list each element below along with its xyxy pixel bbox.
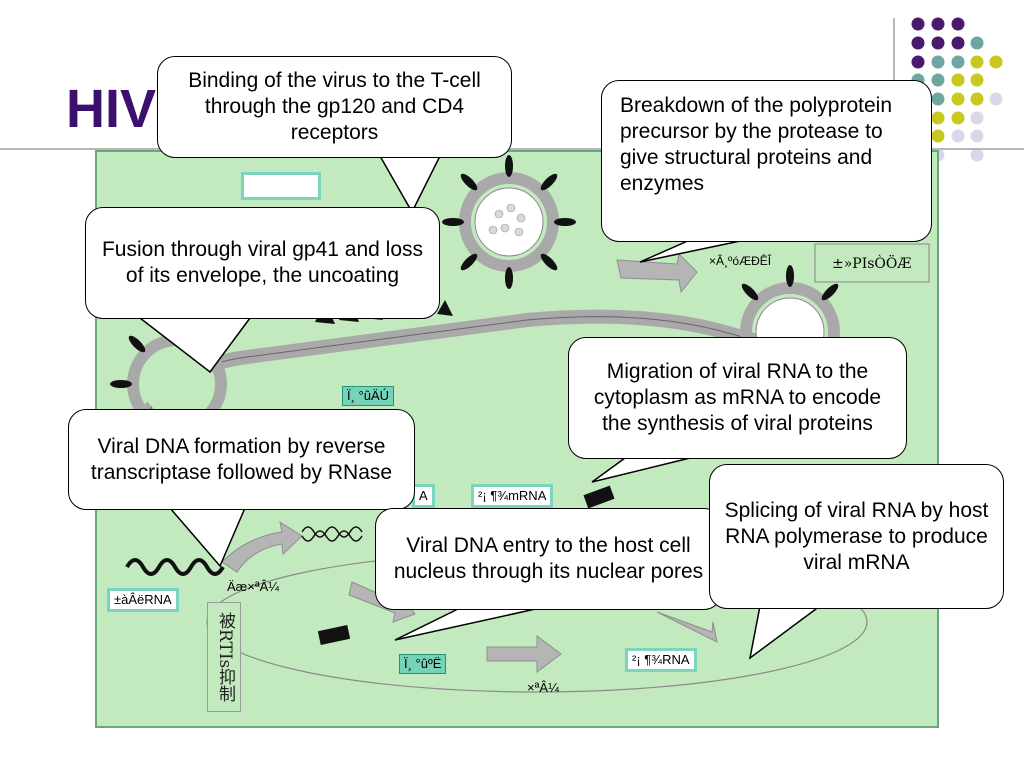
- label-cytoplasm: Ï¸ °ûÄÚ: [342, 386, 395, 406]
- tail-fusion: [139, 317, 251, 374]
- label-top-mid: ×Â¸ºóÆÐÊÎ: [709, 254, 772, 268]
- accent-horizontal-line: [0, 148, 1024, 150]
- dot-row-2: [911, 36, 984, 50]
- callout-binding: Binding of the virus to the T-cell throu…: [157, 56, 512, 158]
- callout-fusion-text: Fusion through viral gp41 and loss of it…: [101, 238, 424, 287]
- dot-row-5: [931, 92, 1003, 106]
- callout-splicing: Splicing of viral RNA by host RNA polyme…: [709, 464, 1004, 609]
- callout-breakdown-text: Breakdown of the polyprotein precursor b…: [620, 94, 893, 195]
- tail-breakdown: [639, 239, 746, 263]
- callout-dna-formation: Viral DNA formation by reverse transcrip…: [68, 409, 415, 510]
- label-top-right: ±»PIsÒÖÆ: [832, 256, 912, 272]
- tail-binding: [379, 155, 441, 214]
- slide-title: HIV: [66, 79, 157, 139]
- top-right-box: [814, 243, 930, 283]
- dot-row-6: [931, 111, 984, 125]
- dot-row-1: [911, 17, 965, 31]
- callout-breakdown: Breakdown of the polyprotein precursor b…: [601, 80, 932, 242]
- tail-dna-formation: [169, 507, 246, 568]
- callout-fusion: Fusion through viral gp41 and loss of it…: [85, 207, 440, 319]
- label-transcription: ×ªÂ¼: [527, 680, 559, 695]
- viral-rna-strand: [125, 558, 225, 576]
- dot-row-7: [931, 129, 984, 143]
- decorative-dot-grid: [911, 17, 1003, 162]
- label-nucleus: Ï¸ °ûºË: [399, 654, 447, 674]
- callout-splicing-text: Splicing of viral RNA by host RNA polyme…: [724, 498, 989, 574]
- label-viral-rna: ²¡ ¶¾RNA: [625, 648, 697, 672]
- tail-dna-entry: [394, 607, 541, 641]
- tail-splicing: [748, 605, 821, 660]
- process-arrows: [221, 252, 718, 673]
- callout-dna-entry-text: Viral DNA entry to the host cell nucleus…: [393, 534, 704, 583]
- callout-binding-text: Binding of the virus to the T-cell throu…: [188, 69, 481, 144]
- callout-migration: Migration of viral RNA to the cytoplasm …: [568, 337, 907, 459]
- tail-migration: [591, 457, 691, 483]
- blank-label-box: [241, 172, 321, 200]
- viral-dna-strand-2: [301, 530, 363, 542]
- callout-dna-entry: Viral DNA entry to the host cell nucleus…: [375, 508, 722, 610]
- callout-migration-text: Migration of viral RNA to the cytoplasm …: [593, 360, 882, 435]
- label-rna-genome: ±àÂëRNA: [107, 588, 179, 612]
- label-reverse-transcription: Äæ×ªÂ¼: [227, 579, 280, 594]
- label-rtis-inhibited: 被RTIs抑制: [207, 602, 241, 712]
- label-viral-mrna: ²¡ ¶¾mRNA: [471, 484, 554, 508]
- callout-dna-formation-text: Viral DNA formation by reverse transcrip…: [90, 434, 393, 484]
- dot-row-3: [911, 55, 1003, 69]
- viral-dna-strand: [301, 526, 363, 538]
- virus-particle-top: [442, 155, 576, 289]
- mrna-block: [583, 485, 615, 509]
- integrated-dna-block: [317, 625, 351, 645]
